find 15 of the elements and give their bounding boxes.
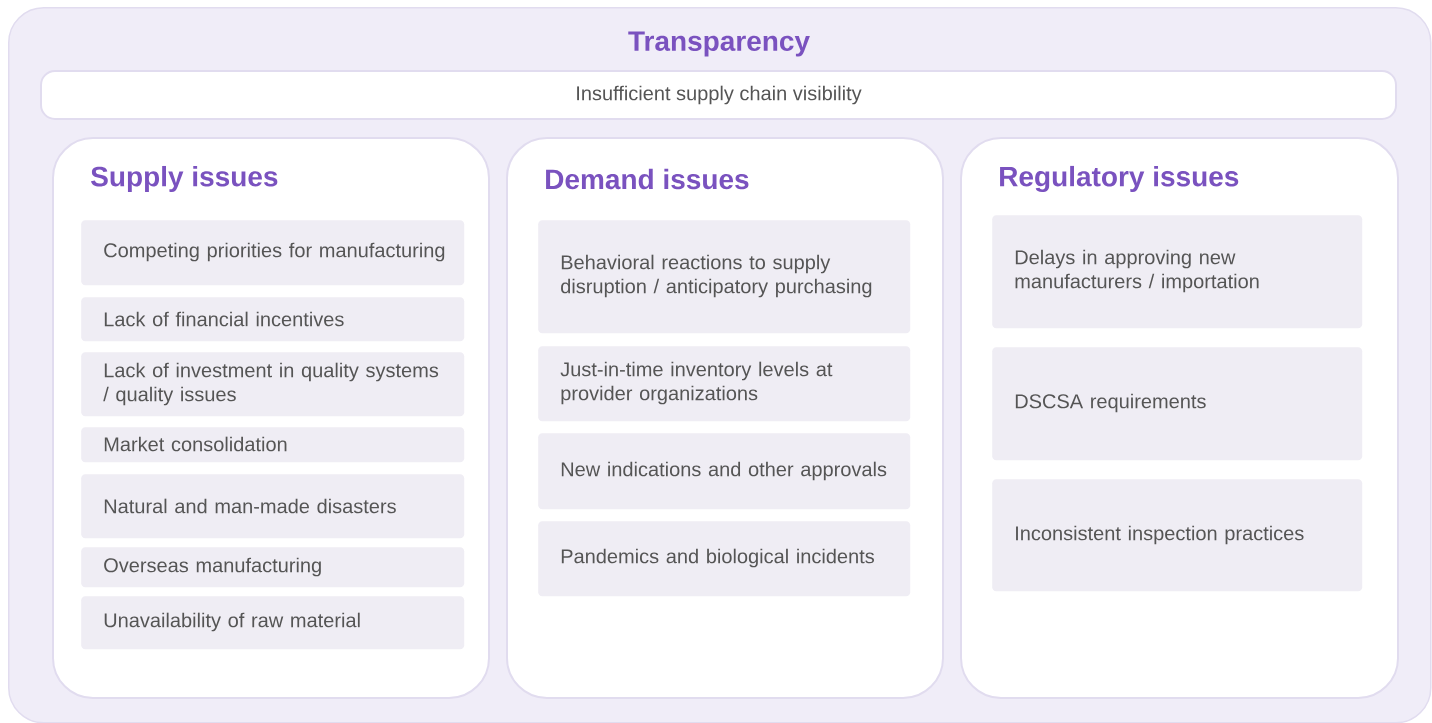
issue-box: New indications and other approvals xyxy=(538,433,911,510)
banner-box: Insufficient supply chain visibility xyxy=(40,70,1397,120)
issue-box: Overseas manufacturing xyxy=(81,547,465,588)
issue-box: Delays in approving new manufacturers / importation xyxy=(992,215,1363,329)
issue-box: Inconsistent inspection practices xyxy=(992,479,1363,592)
issue-box: Behavioral reactions to supply disruption / anticipatory purchasing xyxy=(538,220,911,334)
issue-box: Unavailability of raw material xyxy=(81,596,465,650)
issue-box: Market consolidation xyxy=(81,427,465,463)
issue-box: Lack of investment in quality systems / quality issues xyxy=(81,352,465,417)
issue-box: Natural and man-made disasters xyxy=(81,474,465,539)
issue-box: Lack of financial incentives xyxy=(81,297,465,342)
issue-box: Pandemics and biological incidents xyxy=(538,521,911,597)
issue-box: Competing priorities for manufacturing xyxy=(81,220,465,286)
issue-box: Just-in-time inventory levels at provider organizations xyxy=(538,346,911,422)
issue-box: DSCSA requirements xyxy=(992,347,1363,461)
